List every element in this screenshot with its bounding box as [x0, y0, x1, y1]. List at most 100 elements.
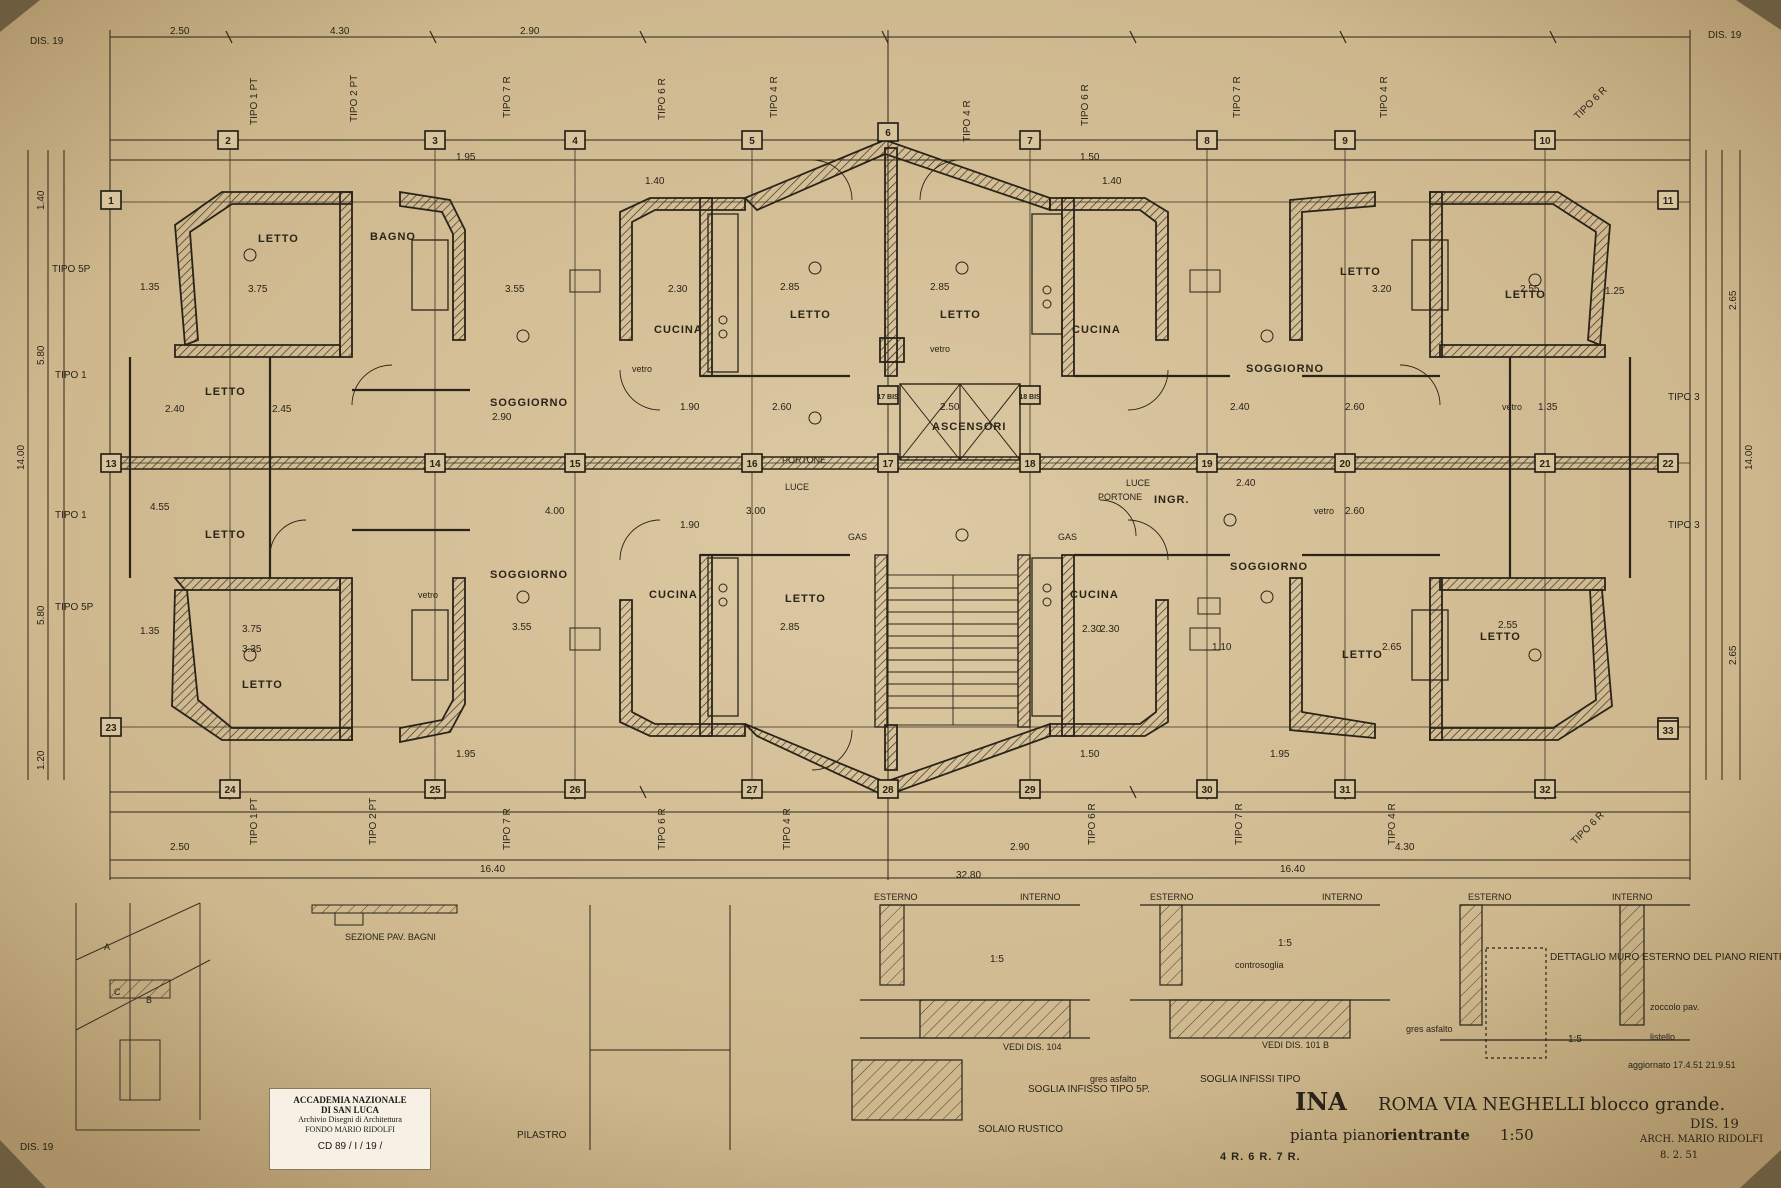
wall-outline-left-lower [171, 554, 746, 744]
bathroom-floor-section [311, 904, 458, 926]
svg-text:1.95: 1.95 [456, 749, 476, 760]
dim-bottom-290: 2.90 [1010, 842, 1030, 853]
room-label-letto: LETTO [1340, 266, 1381, 278]
title-block: blocco grande. [1590, 1094, 1725, 1115]
room-dimension-labels: 3.75 3.75 3.35 3.55 3.55 2.45 2.40 4.55 … [140, 152, 1625, 760]
section-bathroom-label: SEZIONE PAV. BAGNI [345, 932, 436, 942]
svg-text:TIPO 5P: TIPO 5P [52, 264, 91, 275]
column-marker-label: 15 [569, 459, 581, 470]
kitchen-counters [411, 213, 1449, 717]
svg-text:TIPO 1 PT: TIPO 1 PT [249, 78, 260, 125]
dim-side-580-left-b: 5.80 [36, 605, 47, 625]
column-marker [877, 779, 899, 799]
detail1-vedi: VEDI DIS. 104 [1003, 1042, 1062, 1052]
column-marker-label: 31 [1339, 785, 1351, 796]
detail3-zoccolo: zoccolo pav. [1650, 1002, 1699, 1012]
svg-text:TIPO 4 R: TIPO 4 R [782, 808, 793, 850]
title-subtitle-a: pianta piano [1290, 1126, 1385, 1144]
room-label-letto: LETTO [1480, 631, 1521, 643]
stamp-line-2: DI SAN LUCA [320, 1105, 379, 1115]
title-location: ROMA VIA NEGHELLI [1378, 1094, 1585, 1115]
svg-text:2.30: 2.30 [1082, 624, 1102, 635]
title-architect: ARCH. MARIO RIDOLFI [1639, 1134, 1763, 1145]
svg-text:3.20: 3.20 [1372, 284, 1392, 295]
svg-text:2.60: 2.60 [772, 402, 792, 413]
svg-text:TIPO 2 PT: TIPO 2 PT [368, 798, 379, 845]
column-marker [1196, 779, 1218, 799]
room-label-letto: LETTO [1505, 289, 1546, 301]
detail1-solaio: SOLAIO RUSTICO [978, 1124, 1063, 1135]
column-marker [1657, 453, 1679, 473]
column-marker-label: 30 [1201, 785, 1213, 796]
column-marker-label: 7 [1027, 136, 1033, 147]
label-vetro: vetro [632, 364, 652, 374]
column-marker-label: 13 [105, 459, 117, 470]
column-marker-label: 32 [1539, 785, 1551, 796]
svg-text:TIPO 3: TIPO 3 [1668, 392, 1700, 403]
column-marker [100, 717, 122, 737]
column-marker-label: 33 [1662, 726, 1674, 737]
corner-mark [1740, 1150, 1781, 1188]
svg-text:1.35: 1.35 [140, 282, 160, 293]
column-marker [1334, 453, 1356, 473]
column-marker [219, 779, 241, 799]
door-swings [269, 159, 1441, 771]
svg-text:2.40: 2.40 [1236, 478, 1256, 489]
dim-bottom-430: 4.30 [1395, 842, 1415, 853]
detail2-controsoglia: controsoglia [1235, 960, 1284, 970]
column-marker-label: 25 [429, 785, 441, 796]
dim-side-580-left: 5.80 [36, 345, 47, 365]
column-marker-label: 3 [432, 136, 438, 147]
column-marker-label: 9 [1342, 136, 1348, 147]
room-label-ascensori: ASCENSORI [932, 421, 1006, 433]
column-marker-label: 19 [1201, 459, 1213, 470]
wall-outline-right-upper [1049, 191, 1611, 377]
room-label-letto: LETTO [1342, 649, 1383, 661]
column-marker-label: 4 [572, 136, 578, 147]
dim-top-430: 4.30 [330, 26, 350, 37]
column-marker [424, 453, 446, 473]
column-marker [1534, 779, 1556, 799]
svg-text:TIPO 6 R: TIPO 6 R [1080, 84, 1091, 126]
column-marker [564, 453, 586, 473]
svg-text:TIPO 4 R: TIPO 4 R [962, 100, 973, 142]
sheet-code-top-left: DIS. 19 [30, 36, 64, 47]
left-dimension-chain [27, 150, 1741, 780]
detail2-esterno: ESTERNO [1150, 892, 1194, 902]
label-vetro: vetro [1502, 402, 1522, 412]
column-marker [741, 779, 763, 799]
title-dis: DIS. 19 [1690, 1117, 1739, 1132]
column-marker [564, 779, 586, 799]
column-marker-label: 24 [224, 785, 236, 796]
column-marker-label: 10 [1539, 136, 1551, 147]
svg-text:TIPO 7 R: TIPO 7 R [1234, 803, 1245, 845]
detail3-scale: 1:5 [1568, 1034, 1582, 1045]
svg-text:TIPO 4 R: TIPO 4 R [1379, 76, 1390, 118]
room-label-cucina: CUCINA [649, 589, 698, 601]
column-marker-label: 26 [569, 785, 581, 796]
column-marker-label: 6 [885, 128, 891, 139]
detail3-title: DETTAGLIO MURO ESTERNO DEL PIANO RIENTRA… [1550, 952, 1781, 963]
sheet-code-bottom-left: DIS. 19 [20, 1142, 54, 1153]
svg-text:1.35: 1.35 [140, 626, 160, 637]
stamp-line-4: FONDO MARIO RIDOLFI [305, 1125, 395, 1134]
interior-partitions [128, 357, 1632, 578]
label-vetro: vetro [1314, 506, 1334, 516]
column-markers: 2345678910111121415161718192021222324252… [100, 122, 1679, 799]
svg-text:TIPO 3: TIPO 3 [1668, 520, 1700, 531]
wall-detail [1440, 904, 1690, 1059]
room-label-luce: LUCE [1126, 478, 1150, 488]
column-marker-label: 29 [1024, 785, 1036, 796]
svg-text:2.40: 2.40 [1230, 402, 1250, 413]
room-label-ingr: INGR. [1154, 494, 1190, 506]
isometric-sketch [75, 902, 211, 1131]
room-label-letto: LETTO [242, 679, 283, 691]
label-gas: GAS [848, 532, 867, 542]
svg-text:TIPO 1 PT: TIPO 1 PT [249, 798, 260, 845]
column-marker [100, 190, 122, 210]
column-marker-label: 21 [1539, 459, 1551, 470]
svg-text:2.90: 2.90 [492, 412, 512, 423]
svg-text:1.40: 1.40 [1102, 176, 1122, 187]
dim-side-1400-left: 14.00 [16, 445, 27, 470]
pillar-section [589, 905, 731, 1150]
